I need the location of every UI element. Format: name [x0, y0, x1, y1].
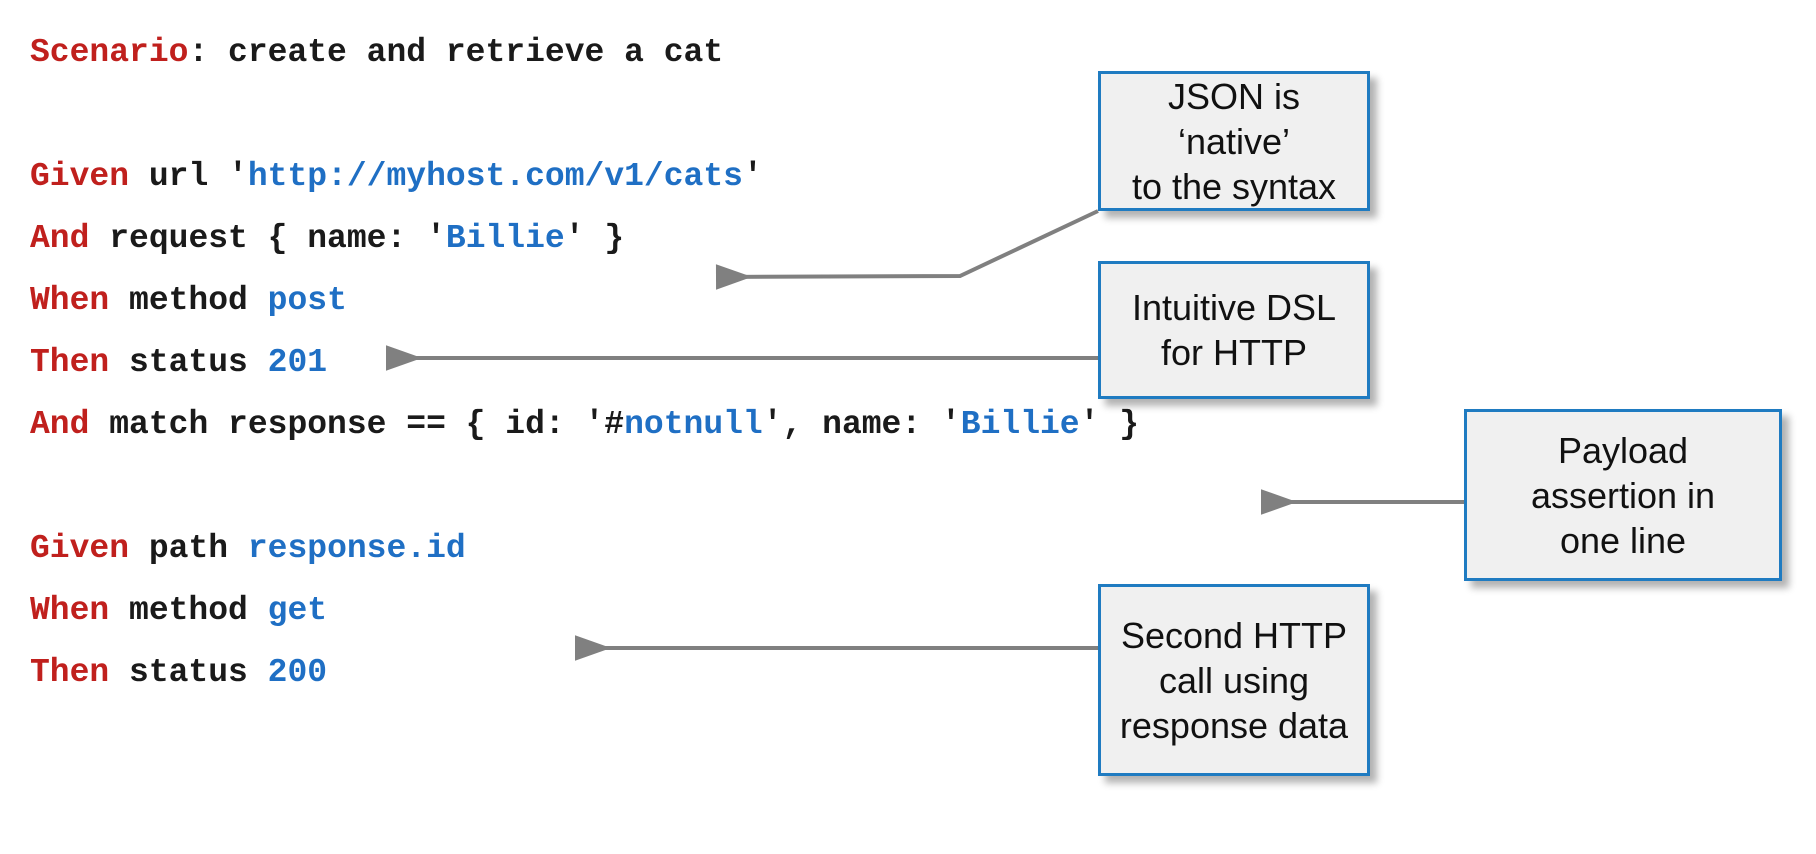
line-and-request-seg-0: And: [30, 220, 90, 257]
line-scenario-seg-1: : create and retrieve a cat: [188, 34, 724, 71]
line-given-path: Given path response.id: [30, 518, 1110, 580]
line-when-get-seg-1: method: [109, 592, 268, 629]
line-and-request: And request { name: 'Billie' }: [30, 208, 1110, 270]
line-then-200-seg-2: 200: [267, 654, 328, 691]
line-and-request-seg-1: request { name: ': [89, 220, 446, 257]
line-when-post-seg-0: When: [30, 282, 110, 319]
line-when-get-seg-0: When: [30, 592, 110, 629]
line-then-201-seg-1: status: [109, 344, 268, 381]
line-then-201-seg-0: Then: [30, 344, 110, 381]
line-then-200: Then status 200: [30, 642, 1110, 704]
line-given-path-seg-1: path: [129, 530, 248, 567]
line-and-match-seg-2: notnull: [624, 406, 763, 443]
line-scenario-seg-0: Scenario: [30, 34, 189, 71]
line-given-url-seg-3: ': [742, 158, 763, 195]
line-and-request-seg-2: Billie: [445, 220, 565, 257]
line-and-match-seg-3: ', name: ': [762, 406, 961, 443]
line-when-post-seg-2: post: [267, 282, 347, 319]
line-then-201: Then status 201: [30, 332, 1110, 394]
callout-payload-assertion-text: Payload assertion in one line: [1530, 429, 1716, 561]
line-scenario: Scenario: create and retrieve a cat: [30, 22, 1110, 84]
line-and-match-seg-0: And: [30, 406, 90, 443]
line-when-post: When method post: [30, 270, 1110, 332]
line-and-match-seg-4: Billie: [960, 406, 1080, 443]
callout-json-native: JSON is ‘native’ to the syntax: [1098, 71, 1370, 211]
line-and-match-seg-1: match response == { id: '#: [89, 406, 625, 443]
line-given-path-seg-2: response.id: [247, 530, 466, 567]
line-and-match-seg-5: ' }: [1079, 406, 1140, 443]
line-and-request-seg-3: ' }: [564, 220, 625, 257]
callout-json-native-text: JSON is ‘native’ to the syntax: [1131, 75, 1337, 207]
callout-second-call-text: Second HTTP call using response data: [1119, 614, 1349, 746]
line-when-post-seg-1: method: [109, 282, 268, 319]
line-and-match: And match response == { id: '#notnull', …: [30, 394, 1139, 456]
line-given-url: Given url 'http://myhost.com/v1/cats': [30, 146, 1110, 208]
line-when-get-seg-2: get: [267, 592, 328, 629]
line-blank-2: [30, 456, 1110, 518]
callout-intuitive-dsl: Intuitive DSL for HTTP: [1098, 261, 1370, 399]
line-blank-1: [30, 84, 1110, 146]
line-given-url-seg-0: Given: [30, 158, 130, 195]
line-when-get: When method get: [30, 580, 1110, 642]
callout-second-call: Second HTTP call using response data: [1098, 584, 1370, 776]
line-then-200-seg-1: status: [109, 654, 268, 691]
line-given-url-seg-1: url ': [129, 158, 248, 195]
line-given-url-seg-2: http://myhost.com/v1/cats: [247, 158, 743, 195]
line-then-201-seg-2: 201: [267, 344, 328, 381]
line-given-path-seg-0: Given: [30, 530, 130, 567]
callout-payload-assertion: Payload assertion in one line: [1464, 409, 1782, 581]
callout-intuitive-dsl-text: Intuitive DSL for HTTP: [1131, 287, 1337, 373]
line-then-200-seg-0: Then: [30, 654, 110, 691]
